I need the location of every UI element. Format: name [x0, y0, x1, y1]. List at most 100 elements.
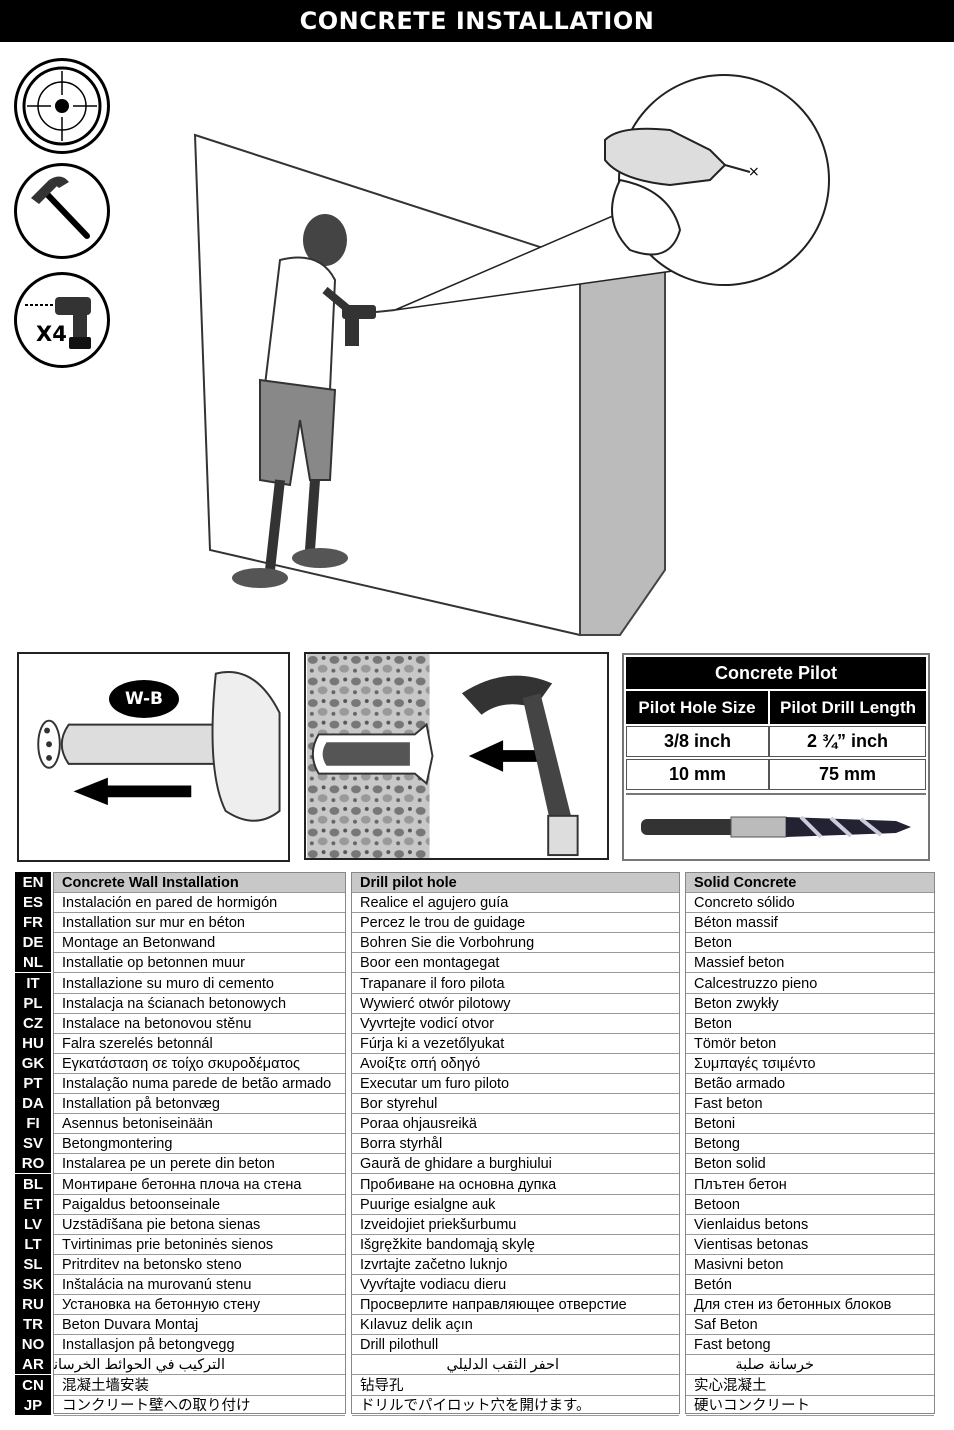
language-code: BL [15, 1174, 51, 1194]
table-cell: Bor styrehul [352, 1094, 679, 1114]
language-code: AR [15, 1354, 51, 1374]
table-cell: 硬いコンクリート [686, 1396, 934, 1416]
table-cell: Išgręžkite bandomąją skylę [352, 1235, 679, 1255]
table-cell: Пробиване на основна дупка [352, 1175, 679, 1195]
table-cell: Installazione su muro di cemento [54, 974, 345, 994]
table-cell: Bohren Sie die Vorbohrung [352, 933, 679, 953]
language-code: SL [15, 1254, 51, 1274]
language-code: FI [15, 1113, 51, 1133]
header-drill-length: Pilot Drill Length [770, 691, 926, 724]
table-cell: Wywierć otwór pilotowy [352, 994, 679, 1014]
hammer-anchor-panel [304, 652, 609, 860]
table-cell: Монтиране бетонна плоча на стена [54, 1175, 345, 1195]
anchor-type-badge: W-B [109, 680, 179, 718]
table-cell: Installasjon på betongvegg [54, 1335, 345, 1355]
hole-size-imperial: 3/8 inch [626, 726, 769, 757]
language-code: TR [15, 1314, 51, 1334]
drill-bit-illustration [626, 793, 926, 859]
table-cell: Asennus betoniseinään [54, 1114, 345, 1134]
language-code: CZ [15, 1013, 51, 1033]
pilot-table: Concrete Pilot Pilot Hole Size Pilot Dri… [622, 653, 930, 861]
installation-scene: × [193, 74, 830, 637]
table-cell: Paigaldus betoonseinale [54, 1195, 345, 1215]
table-cell: コンクリート壁への取り付け [54, 1396, 345, 1416]
language-code: ES [15, 892, 51, 912]
table-cell: Tvirtinimas prie betoninės sienos [54, 1235, 345, 1255]
table-cell: Instalacja na ścianach betonowych [54, 994, 345, 1014]
table-cell: Trapanare il foro pilota [352, 974, 679, 994]
table-cell: Tömör beton [686, 1034, 934, 1054]
table-cell: Concrete Wall Installation [54, 873, 345, 893]
language-code: RO [15, 1153, 51, 1173]
table-cell: Betong [686, 1134, 934, 1154]
table-cell: التركيب في الحوائط الخرسانية [54, 1355, 345, 1375]
language-code: FR [15, 912, 51, 932]
table-cell: Saf Beton [686, 1315, 934, 1335]
table-cell: Installation på betonvæg [54, 1094, 345, 1114]
table-cell: Pritrditev na betonsko steno [54, 1255, 345, 1275]
language-code: DE [15, 932, 51, 952]
table-cell: Falra szerelés betonnál [54, 1034, 345, 1054]
table-cell: Εγκατάσταση σε τοίχο σκυροδέματος [54, 1054, 345, 1074]
anchor-insertion-panel: W-B [17, 652, 290, 862]
table-cell: Instalación en pared de hormigón [54, 893, 345, 913]
table-cell: Для стен из бетонных блоков [686, 1295, 934, 1315]
language-code: EN [15, 872, 51, 892]
table-cell: Uzstādīšana pie betona sienas [54, 1215, 345, 1235]
table-cell: Vienlaidus betons [686, 1215, 934, 1235]
table-cell: Beton Duvara Montaj [54, 1315, 345, 1335]
table-cell: Installatie op betonnen muur [54, 953, 345, 973]
table-cell: Concreto sólido [686, 893, 934, 913]
language-code: RU [15, 1294, 51, 1314]
table-cell: Puurige esialgne auk [352, 1195, 679, 1215]
table-cell: Συμπαγές τσιμέντο [686, 1054, 934, 1074]
table-cell: Fast beton [686, 1094, 934, 1114]
table-cell: Béton massif [686, 913, 934, 933]
table-cell: Fúrja ki a vezetőlyukat [352, 1034, 679, 1054]
table-cell: Vyvŕtajte vodiacu dieru [352, 1275, 679, 1295]
language-code: NL [15, 952, 51, 972]
table-cell: Плътен бетон [686, 1175, 934, 1195]
table-cell: Poraa ohjausreikä [352, 1114, 679, 1134]
table-cell: Kılavuz delik açın [352, 1315, 679, 1335]
table-cell: Percez le trou de guidage [352, 913, 679, 933]
table-cell: 钻导孔 [352, 1376, 679, 1396]
language-code: CN [15, 1375, 51, 1395]
table-cell: Masivni beton [686, 1255, 934, 1275]
hammer-icon [14, 163, 110, 259]
table-cell: Izveidojiet priekšurbumu [352, 1215, 679, 1235]
table-cell: Beton solid [686, 1154, 934, 1174]
language-code: ET [15, 1194, 51, 1214]
language-code: LV [15, 1214, 51, 1234]
language-code: NO [15, 1334, 51, 1354]
language-code: DA [15, 1093, 51, 1113]
table-cell: Просверлите направляющее отверстие [352, 1295, 679, 1315]
table-cell: Установка на бетонную стену [54, 1295, 345, 1315]
table-cell: Ανοίξτε οπή οδηγό [352, 1054, 679, 1074]
table-cell: ドリルでパイロット穴を開けます。 [352, 1396, 679, 1416]
table-cell: Massief beton [686, 953, 934, 973]
crosshair-icon [14, 58, 110, 154]
table-cell: Instalação numa parede de betão armado [54, 1074, 345, 1094]
table-cell: Betoni [686, 1114, 934, 1134]
table-cell: Vyvrtejte vodicí otvor [352, 1014, 679, 1034]
table-cell: Realice el agujero guía [352, 893, 679, 913]
language-code: PL [15, 993, 51, 1013]
page-title: CONCRETE INSTALLATION [0, 0, 954, 42]
table-cell: Vientisas betonas [686, 1235, 934, 1255]
language-code: SV [15, 1133, 51, 1153]
table-cell: Solid Concrete [686, 873, 934, 893]
language-code: HU [15, 1033, 51, 1053]
table-cell: Gaură de ghidare a burghiului [352, 1154, 679, 1174]
table-cell: Betão armado [686, 1074, 934, 1094]
drill-icon [14, 272, 110, 368]
table-cell: 混凝土墙安装 [54, 1376, 345, 1396]
header-hole-size: Pilot Hole Size [626, 691, 768, 724]
table-cell: Beton zwykły [686, 994, 934, 1014]
table-cell: 实心混凝土 [686, 1376, 934, 1396]
table-cell: Izvrtajte začetno luknjo [352, 1255, 679, 1275]
hole-size-metric: 10 mm [626, 759, 769, 790]
